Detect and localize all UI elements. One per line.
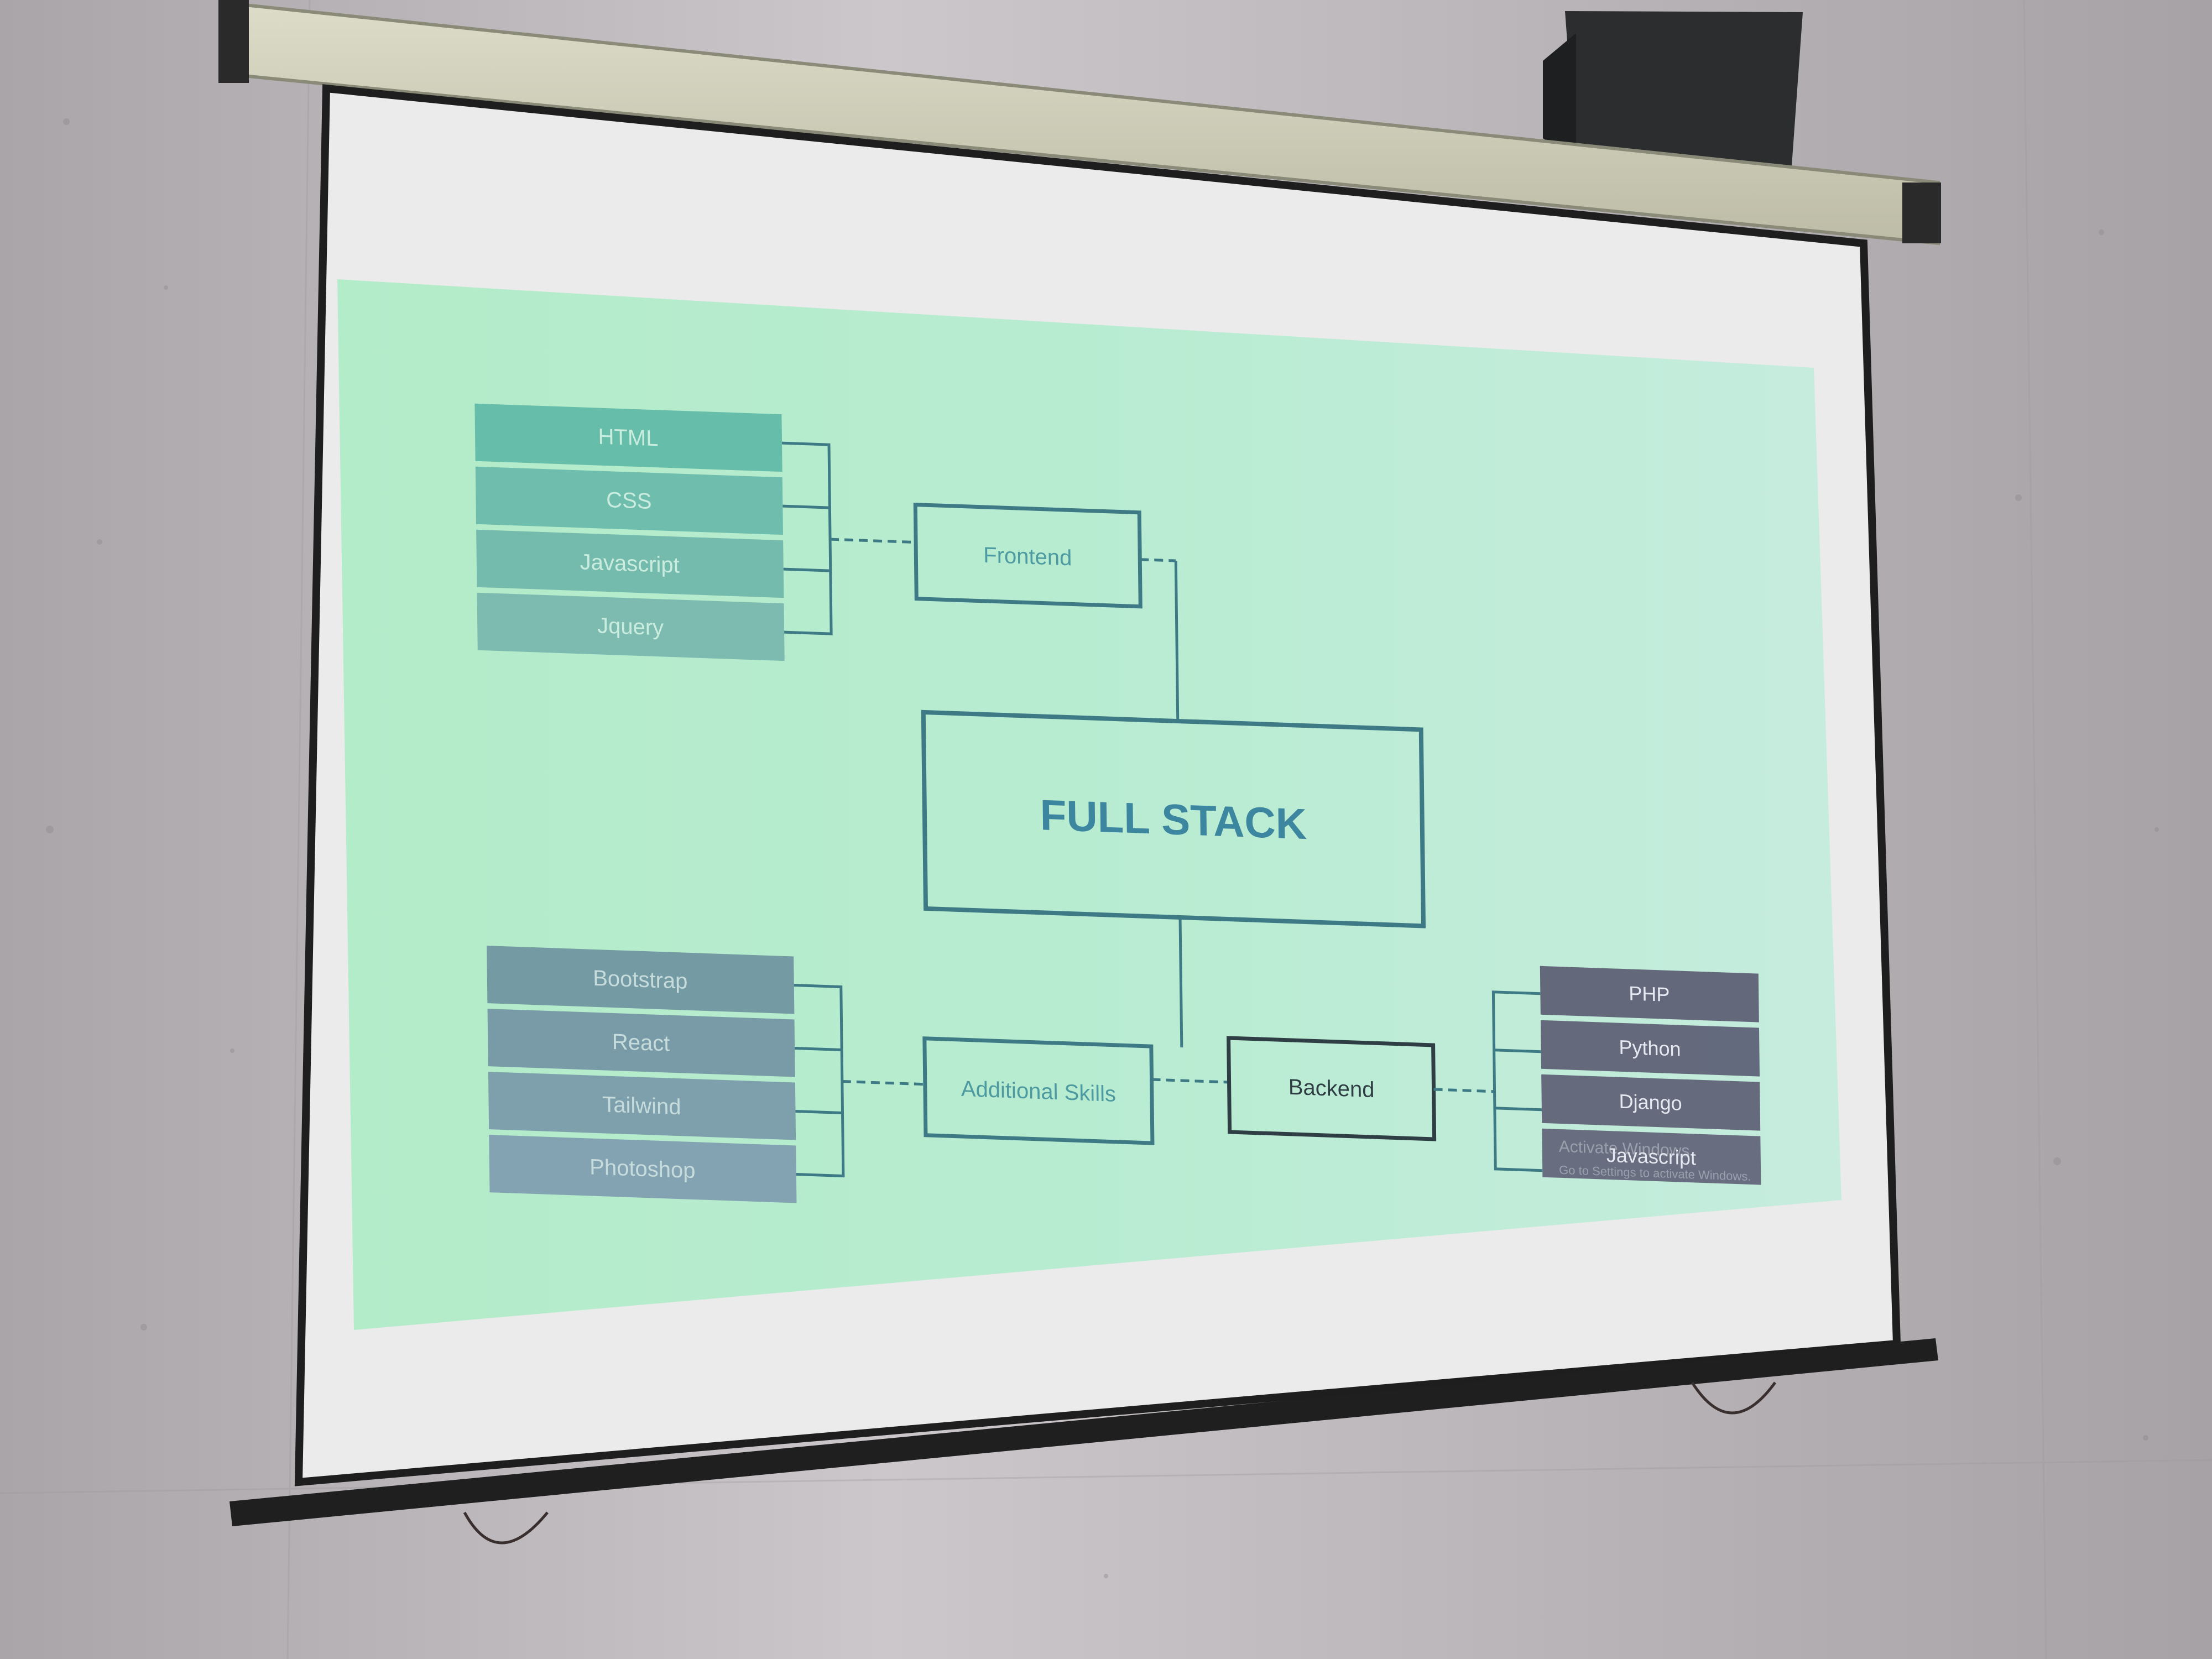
slide-diagram: HTML CSS Javascript Jquery Frontend FULL… xyxy=(474,403,1761,1203)
additional-skills-label: Additional Skills xyxy=(961,1077,1117,1107)
backend-node: Backend xyxy=(1227,1036,1437,1141)
slide-title: FULL STACK xyxy=(1040,790,1307,848)
backend-bracket xyxy=(1491,990,1543,1172)
backend-item-django: Django xyxy=(1619,1090,1682,1115)
screen-bottom-bar xyxy=(229,1338,1938,1526)
backend-item-php: PHP xyxy=(1629,982,1670,1006)
backend-item-python: Python xyxy=(1619,1036,1681,1061)
frontend-bracket xyxy=(781,441,916,635)
additional-item-tailwind: Tailwind xyxy=(602,1092,681,1119)
full-stack-node: FULL STACK xyxy=(921,709,1426,928)
frontend-item-html: HTML xyxy=(598,425,658,451)
frontend-item-list: HTML CSS Javascript Jquery xyxy=(474,403,785,661)
additional-item-react: React xyxy=(612,1030,670,1056)
additional-item-list: Bootstrap React Tailwind Photoshop xyxy=(487,946,797,1203)
backend-item-list: PHP Python Django Javascript xyxy=(1540,966,1761,1185)
frontend-item-css: CSS xyxy=(606,488,652,514)
bottom-bar-strings xyxy=(463,1381,1777,1545)
additional-item-photoshop: Photoshop xyxy=(589,1155,696,1183)
backend-item-javascript: Javascript xyxy=(1606,1144,1696,1170)
frontend-label: Frontend xyxy=(983,543,1072,571)
housing-cap-left xyxy=(218,0,249,83)
speaker xyxy=(1543,11,1803,166)
additional-backend-connector xyxy=(1151,1078,1229,1084)
additional-item-bootstrap: Bootstrap xyxy=(593,966,688,994)
backend-label: Backend xyxy=(1288,1075,1375,1102)
housing-cap-right xyxy=(1902,182,1941,243)
center-down-connector xyxy=(1178,917,1183,1048)
additional-skills-node: Additional Skills xyxy=(922,1036,1155,1145)
frontend-item-javascript: Javascript xyxy=(580,550,680,577)
frontend-connector xyxy=(1140,558,1180,722)
frontend-item-jquery: Jquery xyxy=(597,613,664,640)
backend-list-connector xyxy=(1433,1088,1495,1093)
additional-bracket xyxy=(794,984,925,1178)
